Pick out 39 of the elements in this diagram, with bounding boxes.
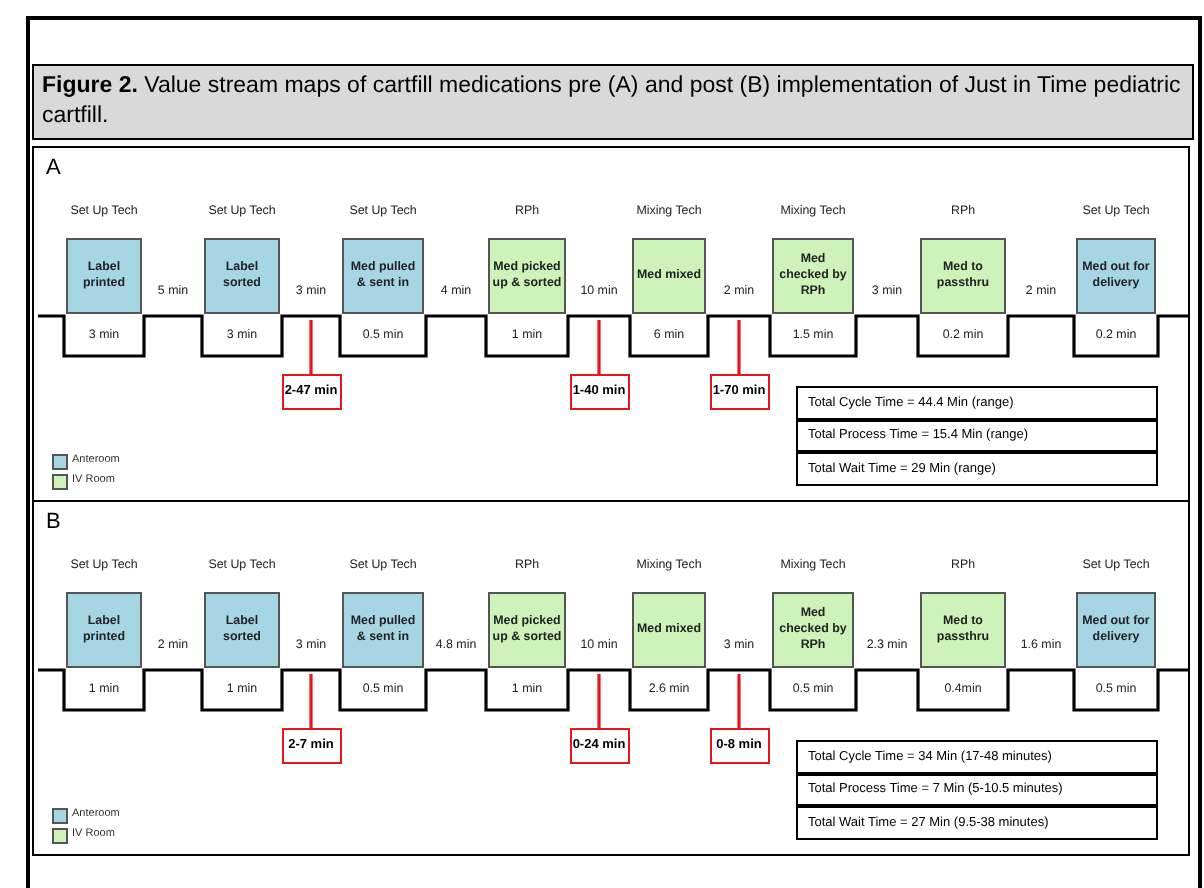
process-box: [342, 592, 424, 668]
process-box: [632, 238, 706, 314]
process-box: [1076, 592, 1156, 668]
panel: [32, 500, 1190, 856]
leader-line: [309, 320, 313, 374]
process-box: [772, 238, 854, 314]
panel-letter: B: [46, 510, 61, 534]
process-box: [342, 238, 424, 314]
total-row: [796, 452, 1158, 485]
process-box: [204, 592, 280, 668]
process-box: [1076, 238, 1156, 314]
panel-letter: A: [46, 156, 61, 180]
process-box: [66, 238, 142, 314]
process-box: [920, 592, 1006, 668]
total-row: [796, 419, 1158, 452]
total-row: [796, 773, 1158, 806]
panel: [32, 146, 1190, 502]
process-box: [66, 592, 142, 668]
process-box: [488, 592, 566, 668]
process-box: [632, 592, 706, 668]
leader-line: [309, 674, 313, 728]
wait-range-callout: [281, 374, 341, 410]
process-box: [488, 238, 566, 314]
figure-caption: Figure 2. Value stream maps of cartfill medications pre (A) and post (B) implementation of Just in Time pediatric cartfill.: [32, 64, 1194, 140]
process-box: [772, 592, 854, 668]
process-box: [204, 238, 280, 314]
wait-range-callout: [709, 374, 769, 410]
leader-line: [737, 674, 741, 728]
process-box: [920, 238, 1006, 314]
leader-line: [597, 674, 601, 728]
leader-line: [737, 320, 741, 374]
wait-range-callout: [569, 728, 629, 764]
wait-range-callout: [709, 728, 769, 764]
total-row: [796, 806, 1158, 839]
total-row: [796, 386, 1158, 419]
total-row: [796, 740, 1158, 773]
wait-range-callout: [569, 374, 629, 410]
leader-line: [597, 320, 601, 374]
wait-range-callout: [281, 728, 341, 764]
